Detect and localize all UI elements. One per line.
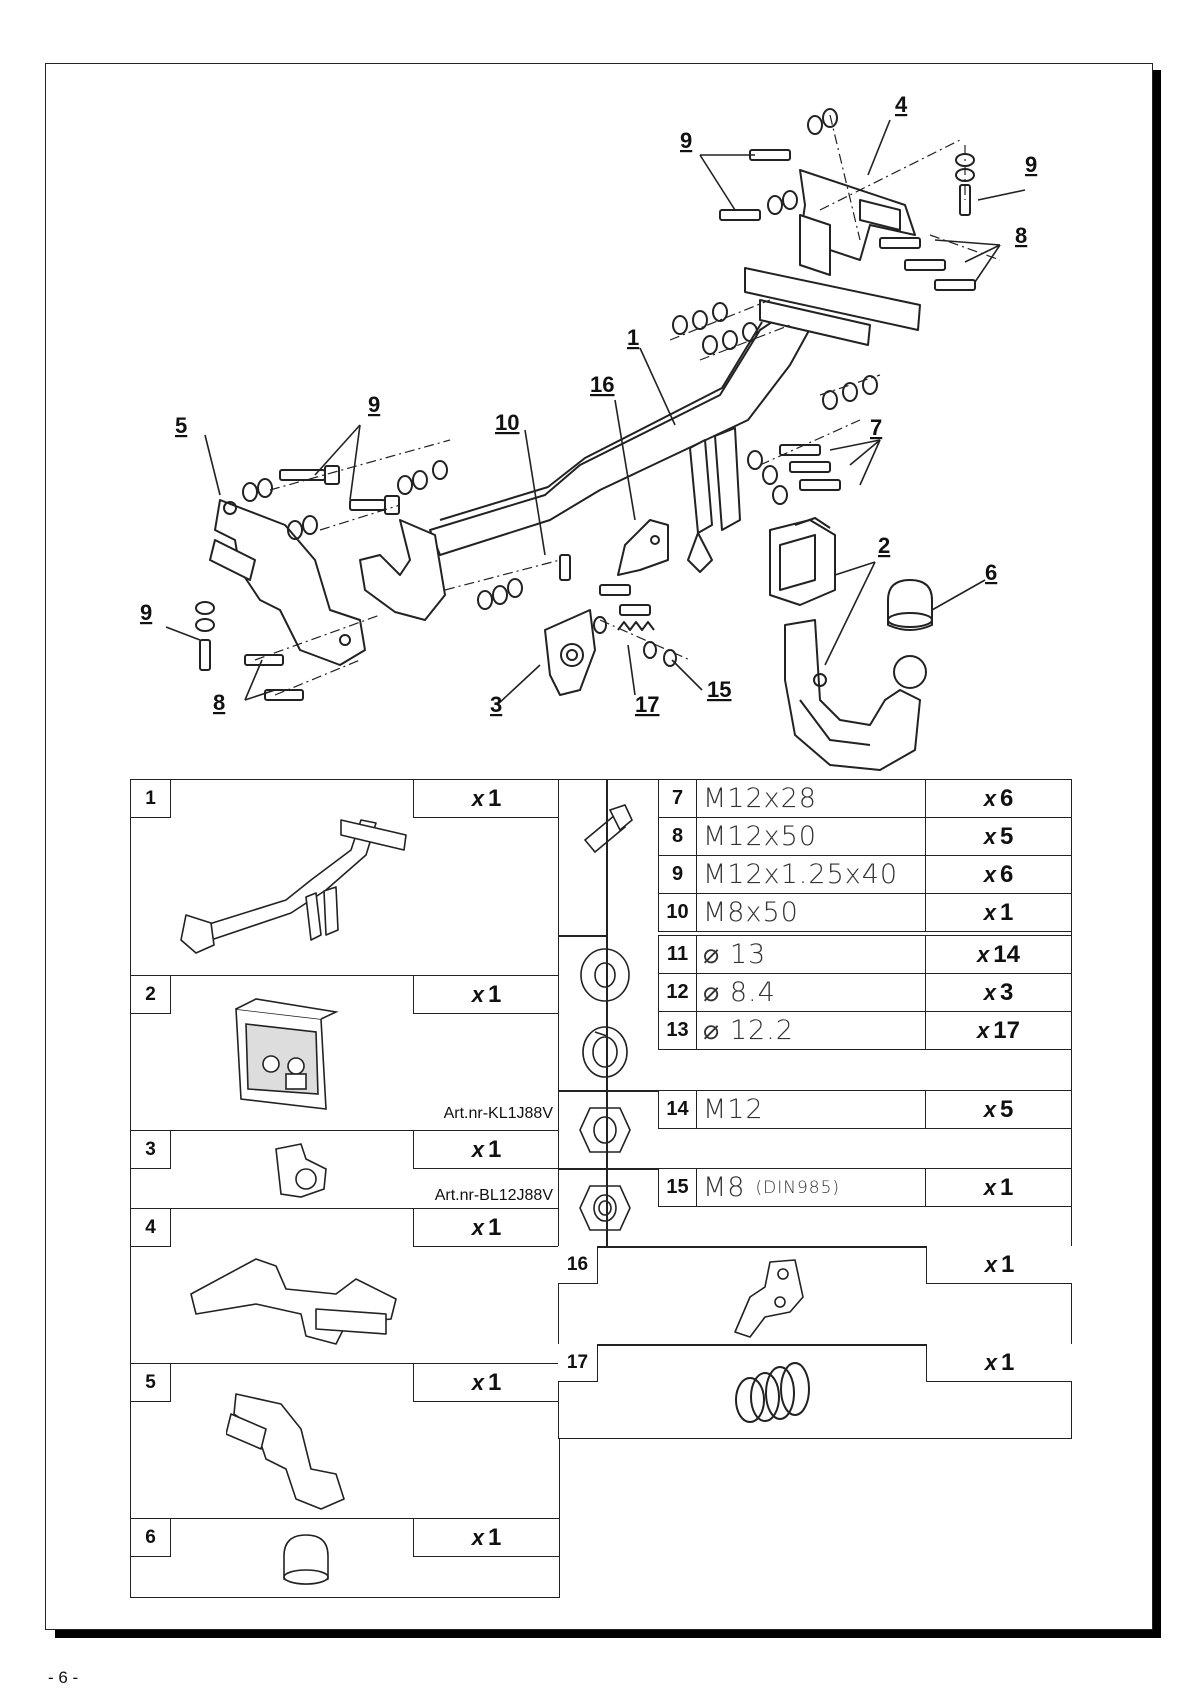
divider bbox=[558, 1344, 1072, 1346]
part-number: 4 bbox=[131, 1209, 171, 1247]
callout-5: 5 bbox=[175, 413, 187, 438]
part-number: 2 bbox=[131, 976, 171, 1014]
part-number: 5 bbox=[131, 1364, 171, 1402]
bracket-4-thumbnail bbox=[190, 1258, 397, 1345]
callout-3: 3 bbox=[490, 692, 502, 717]
fasteners bbox=[195, 108, 976, 701]
qty-prefix: x bbox=[471, 785, 484, 811]
spring-17-drawing bbox=[617, 621, 655, 631]
socket-plate-thumbnail bbox=[275, 1143, 327, 1198]
plate-3-drawing bbox=[544, 609, 596, 696]
callout-7: 7 bbox=[870, 415, 882, 440]
spring-washer-icon bbox=[582, 1026, 628, 1078]
callout-16: 16 bbox=[590, 372, 614, 397]
divider bbox=[558, 1246, 1072, 1248]
callout-9-right-top: 9 bbox=[680, 128, 692, 153]
socket-2-drawing bbox=[769, 517, 836, 606]
socket-thumbnail bbox=[235, 998, 339, 1110]
flat-washer-icon bbox=[580, 948, 630, 1002]
part-number: 17 bbox=[558, 1344, 598, 1382]
article-number: Art.nr-BL12J88V bbox=[434, 1187, 553, 1204]
part-number: 3 bbox=[131, 1131, 171, 1169]
callout-9-left-top: 9 bbox=[368, 392, 380, 417]
callout-9-right: 9 bbox=[1025, 152, 1037, 177]
assembly-lines bbox=[254, 114, 1001, 696]
bracket-16-thumbnail bbox=[734, 1259, 804, 1338]
frame-shadow-bottom bbox=[55, 1628, 1161, 1638]
spring-17-thumbnail bbox=[735, 1362, 810, 1423]
bracket-5-thumbnail bbox=[226, 1393, 345, 1510]
part-number: 6 bbox=[131, 1519, 171, 1557]
bracket-5-drawing bbox=[209, 499, 366, 666]
page-number: - 6 - bbox=[48, 1668, 79, 1687]
callout-4: 4 bbox=[895, 92, 908, 117]
callout-2: 2 bbox=[878, 533, 890, 558]
frame-shadow-right bbox=[1151, 70, 1161, 1637]
ballcap-thumbnail bbox=[283, 1534, 329, 1585]
towball-drawing bbox=[784, 619, 927, 771]
crossbar-drawing bbox=[359, 267, 921, 621]
bracket-16-drawing bbox=[617, 519, 669, 576]
lock-nut-icon bbox=[579, 1185, 631, 1231]
callout-15: 15 bbox=[707, 677, 731, 702]
callout-6: 6 bbox=[985, 560, 997, 585]
part-number: 1 bbox=[131, 780, 171, 818]
exploded-diagram: 1 2 3 4 5 6 7 8 8 9 9 9 9 10 15 16 17 bbox=[140, 92, 1037, 771]
article-number: Art.nr-KL1J88V bbox=[443, 1105, 553, 1122]
callout-10: 10 bbox=[495, 410, 519, 435]
callout-9-left: 9 bbox=[140, 600, 152, 625]
divider bbox=[606, 1090, 608, 1246]
callout-8-left: 8 bbox=[213, 690, 225, 715]
bolt-icon bbox=[583, 804, 633, 854]
leader-lines bbox=[165, 119, 1026, 706]
crossbar-thumbnail bbox=[180, 819, 407, 954]
divider bbox=[558, 935, 606, 937]
callout-1: 1 bbox=[627, 325, 639, 350]
callout-17: 17 bbox=[635, 692, 659, 717]
bracket-4-drawing bbox=[799, 169, 916, 276]
part-number: 16 bbox=[558, 1246, 598, 1284]
ballcap-6-drawing bbox=[887, 579, 933, 631]
callout-8-right: 8 bbox=[1015, 223, 1027, 248]
hex-nut-icon bbox=[579, 1107, 631, 1153]
divider bbox=[606, 779, 608, 1090]
